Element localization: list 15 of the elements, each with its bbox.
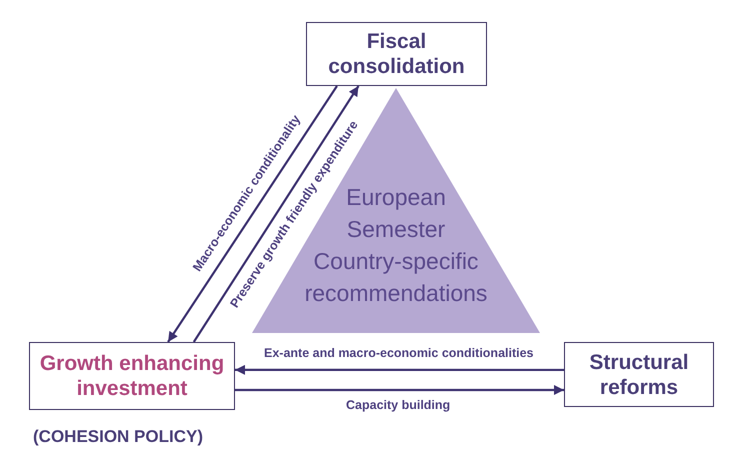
box-label: Growth enhancing investment — [38, 351, 226, 401]
process-box — [306, 22, 487, 86]
arrow — [167, 85, 338, 343]
box-label: Fiscal consolidation — [327, 29, 466, 79]
arrow — [235, 364, 564, 375]
triangle-label: European Semester — [345, 183, 447, 244]
process-box — [564, 342, 714, 407]
edge-label: Capacity building — [346, 398, 450, 412]
arrow — [235, 384, 564, 395]
node-caption: (COHESION POLICY) — [33, 427, 204, 447]
arrow — [192, 85, 360, 343]
edge-label: Ex-ante and macro-economic conditionalities — [264, 346, 534, 360]
process-box — [29, 342, 235, 410]
box-label: Structural reforms — [588, 350, 690, 400]
triangle-label: Country-specific recommendations — [304, 247, 488, 308]
